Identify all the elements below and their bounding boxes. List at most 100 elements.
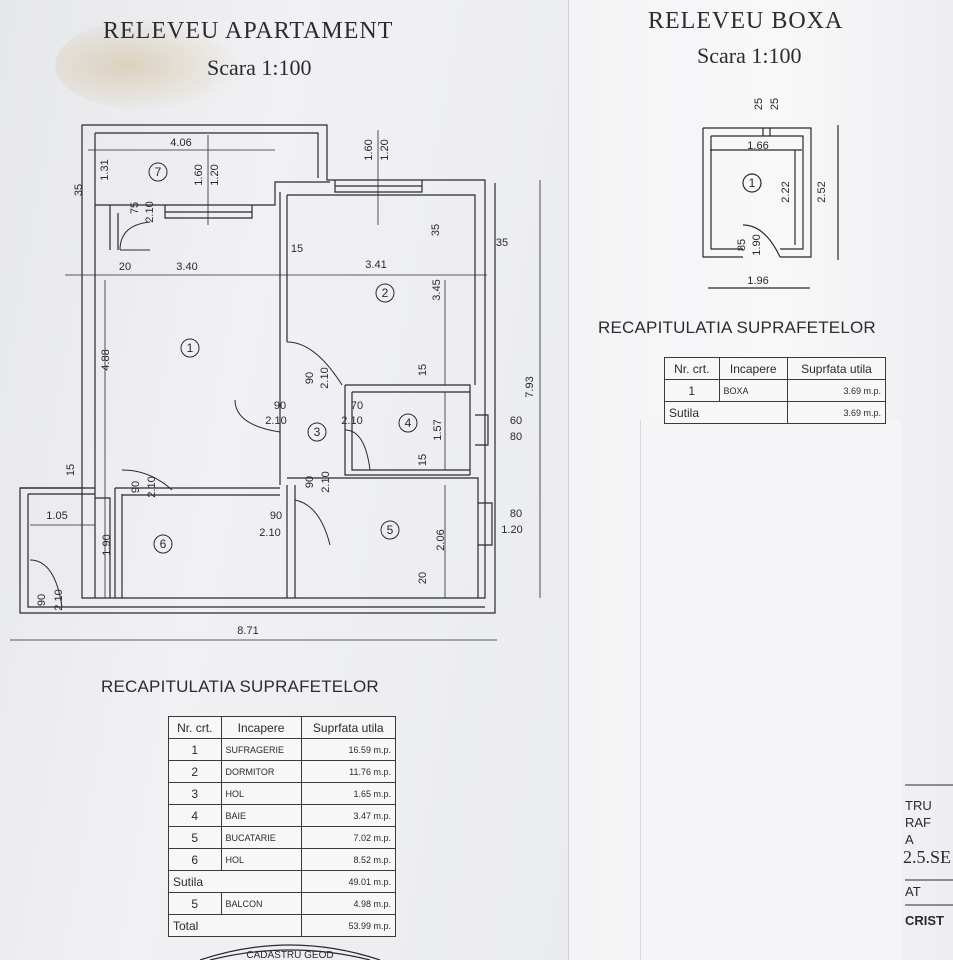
dim-text: 1.60 xyxy=(193,164,205,185)
dim-text: 20 xyxy=(417,572,429,584)
dim-text: 1.20 xyxy=(379,139,391,160)
dim-text: 20 xyxy=(119,261,131,273)
apartment-scale: Scara 1:100 xyxy=(207,55,312,80)
dim-text: 90 xyxy=(130,481,142,493)
cell-area: 11.76 m.p. xyxy=(300,760,397,783)
stamp-text: CADASTRU GEOD xyxy=(246,950,333,960)
dim-text: 7.93 xyxy=(524,376,536,397)
dim-text: 3.41 xyxy=(365,259,386,271)
room-label-7: 7 xyxy=(155,165,162,179)
dim-text: 2.10 xyxy=(320,471,332,492)
cell-name: HOL xyxy=(220,848,302,871)
cell-nr: 6 xyxy=(168,848,222,871)
cell-label: Sutila xyxy=(168,870,302,893)
room-marker-6 xyxy=(153,534,173,554)
cell-name: BAIE xyxy=(220,804,302,827)
paper-sheet-lower-right xyxy=(640,420,901,960)
stamp-fragment: CRIST xyxy=(905,913,944,928)
table-row: 1 SUFRAGERIE 16.59 m.p. xyxy=(168,738,397,761)
dim-text: 2.10 xyxy=(146,476,158,497)
room-label-5: 5 xyxy=(387,523,394,537)
cell-area: 7.02 m.p. xyxy=(300,826,397,849)
dim-text: 2.10 xyxy=(341,415,362,427)
table-row-sutila: Sutila 49.01 m.p. xyxy=(168,870,397,893)
boxa-recap-heading: RECAPITULATIA SUPRAFETELOR xyxy=(598,318,876,337)
stamp-fragment: TRU xyxy=(905,798,932,813)
column-header: Suprfata utila xyxy=(300,716,397,739)
boxa-recap-table: Nr. crt. Incapere Suprfata utila 1 BOXA … xyxy=(664,357,887,424)
cell-area: 53.99 m.p. xyxy=(300,914,397,937)
cell-name: BUCATARIE xyxy=(220,826,302,849)
dim-text: 1.90 xyxy=(101,534,113,555)
apartment-title: RELEVEU APARTAMENT xyxy=(103,18,394,44)
dim-text: 2.10 xyxy=(265,415,286,427)
dim-text: 1.20 xyxy=(209,164,221,185)
dim-text: 90 xyxy=(304,476,316,488)
room-marker-2 xyxy=(375,283,395,303)
cell-area: 4.98 m.p. xyxy=(300,892,397,915)
dim-text: 15 xyxy=(417,364,429,376)
dim-text: 1.66 xyxy=(747,140,768,152)
stamp-fragment: RAF xyxy=(905,815,931,830)
column-header: Incapere xyxy=(220,716,302,739)
dim-text: 35 xyxy=(430,224,442,236)
table-row-total: Total 53.99 m.p. xyxy=(168,914,397,937)
dim-text: 4.06 xyxy=(170,137,191,149)
cell-nr: 1 xyxy=(664,379,720,402)
cell-area: 3.69 m.p. xyxy=(786,379,887,402)
dim-text: 2.10 xyxy=(144,201,156,222)
room-label-4: 4 xyxy=(405,416,412,430)
dim-text: 35 xyxy=(496,237,508,249)
cell-nr: 5 xyxy=(168,826,222,849)
dim-text: 15 xyxy=(65,464,77,476)
room-label-2: 2 xyxy=(382,286,389,300)
dim-text: 2.06 xyxy=(435,529,447,550)
room-marker-3 xyxy=(307,422,327,442)
room-marker-1 xyxy=(180,338,200,358)
table-header-row: Nr. crt. Incapere Suprfata utila xyxy=(168,716,397,739)
dim-text: 1.60 xyxy=(363,139,375,160)
apartment-recap-table: Nr. crt. Incapere Suprfata utila 1 SUFRA… xyxy=(168,716,397,937)
dim-text: 3.45 xyxy=(431,279,443,300)
room-marker-4 xyxy=(398,413,418,433)
table-row: 3 HOL 1.65 m.p. xyxy=(168,782,397,805)
table-row: 5 BUCATARIE 7.02 m.p. xyxy=(168,826,397,849)
table-row-sutila: Sutila 3.69 m.p. xyxy=(664,401,887,424)
stamp-fragment: A xyxy=(905,832,914,847)
cell-area: 49.01 m.p. xyxy=(300,870,397,893)
apartment-recap-heading: RECAPITULATIA SUPRAFETELOR xyxy=(101,677,379,696)
room-marker-7 xyxy=(148,162,168,182)
dim-text: 80 xyxy=(510,431,522,443)
dim-text: 2.52 xyxy=(816,181,828,202)
cell-area: 16.59 m.p. xyxy=(300,738,397,761)
dim-text: 90 xyxy=(304,372,316,384)
dim-text: 60 xyxy=(510,415,522,427)
dim-text: 85 xyxy=(736,239,748,251)
cell-nr: 4 xyxy=(168,804,222,827)
cell-area: 8.52 m.p. xyxy=(300,848,397,871)
room-label-1: 1 xyxy=(187,341,194,355)
boxa-title: RELEVEU BOXA xyxy=(648,8,844,34)
dim-text: 2.10 xyxy=(53,589,65,610)
cell-area: 3.47 m.p. xyxy=(300,804,397,827)
dim-text: 2.10 xyxy=(259,527,280,539)
water-stain xyxy=(55,20,235,110)
room-label-3: 3 xyxy=(314,425,321,439)
column-header: Suprfata utila xyxy=(786,357,887,380)
column-header: Nr. crt. xyxy=(664,357,720,380)
dim-text: 75 xyxy=(129,202,141,214)
dim-text: 3.40 xyxy=(176,261,197,273)
stamp-seal xyxy=(199,944,381,960)
dim-text: 25 xyxy=(753,98,765,110)
dim-text: 90 xyxy=(36,594,48,606)
room-marker-5 xyxy=(380,520,400,540)
cell-nr: 3 xyxy=(168,782,222,805)
cell-name: BOXA xyxy=(718,379,788,402)
dim-text: 1.96 xyxy=(747,275,768,287)
dim-text: 70 xyxy=(351,400,363,412)
room-label-6: 6 xyxy=(160,537,167,551)
cell-label: Total xyxy=(168,914,302,937)
dim-text: 1.31 xyxy=(99,159,111,180)
dim-text: 90 xyxy=(274,400,286,412)
table-header-row: Nr. crt. Incapere Suprfata utila xyxy=(664,357,887,380)
